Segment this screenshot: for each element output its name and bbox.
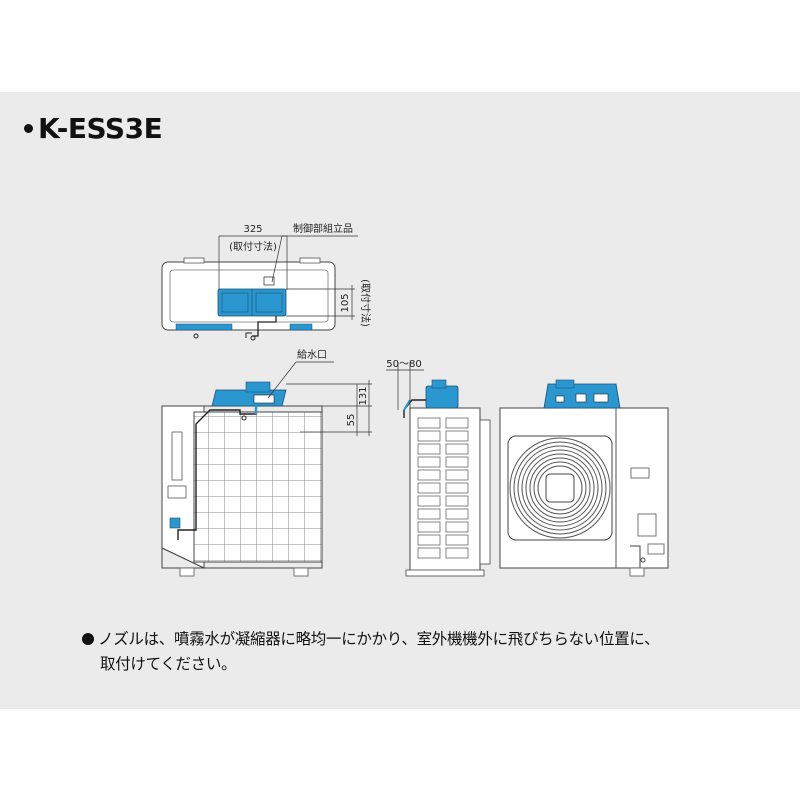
title-bullet-icon xyxy=(24,124,33,133)
model-name: K-ESS3E xyxy=(38,112,163,145)
front-view: 給水口 131 55 xyxy=(161,348,372,577)
width-dimension: 325 xyxy=(243,224,262,235)
control-unit-front xyxy=(211,381,287,407)
side-view: 50～80 xyxy=(386,359,491,577)
nozzle-distance: 50～80 xyxy=(386,359,421,370)
content-panel xyxy=(0,92,800,709)
page-title: K-ESS3E xyxy=(24,112,163,145)
control-unit-top xyxy=(217,276,287,317)
dimension-131: 131 xyxy=(358,386,369,405)
dimension-55: 55 xyxy=(346,414,357,427)
side-louvers xyxy=(417,417,469,559)
note-line-2: 取付けてください。 xyxy=(100,655,237,673)
top-view: 325 (取付寸法) 制御部組立品 105 (取付寸法) xyxy=(161,222,372,341)
note-line-1: ノズルは、噴霧水が凝縮器に略均一にかかり、室外機機外に飛びちらない位置に、 xyxy=(98,630,660,648)
part-label: 制御部組立品 xyxy=(293,222,353,235)
height-dimension: 105 xyxy=(340,293,351,312)
width-dimension-note: (取付寸法) xyxy=(229,240,277,253)
inlet-label: 給水口 xyxy=(297,348,327,361)
installation-note: ノズルは、噴霧水が凝縮器に略均一にかかり、室外機機外に飛びちらない位置に、 取付… xyxy=(82,627,772,677)
control-unit-rear xyxy=(543,379,621,409)
fan-grille xyxy=(507,435,613,541)
rear-view xyxy=(499,379,669,577)
height-dimension-note: (取付寸法) xyxy=(359,279,372,327)
note-bullet-icon xyxy=(82,633,94,645)
control-unit-side xyxy=(425,379,459,409)
